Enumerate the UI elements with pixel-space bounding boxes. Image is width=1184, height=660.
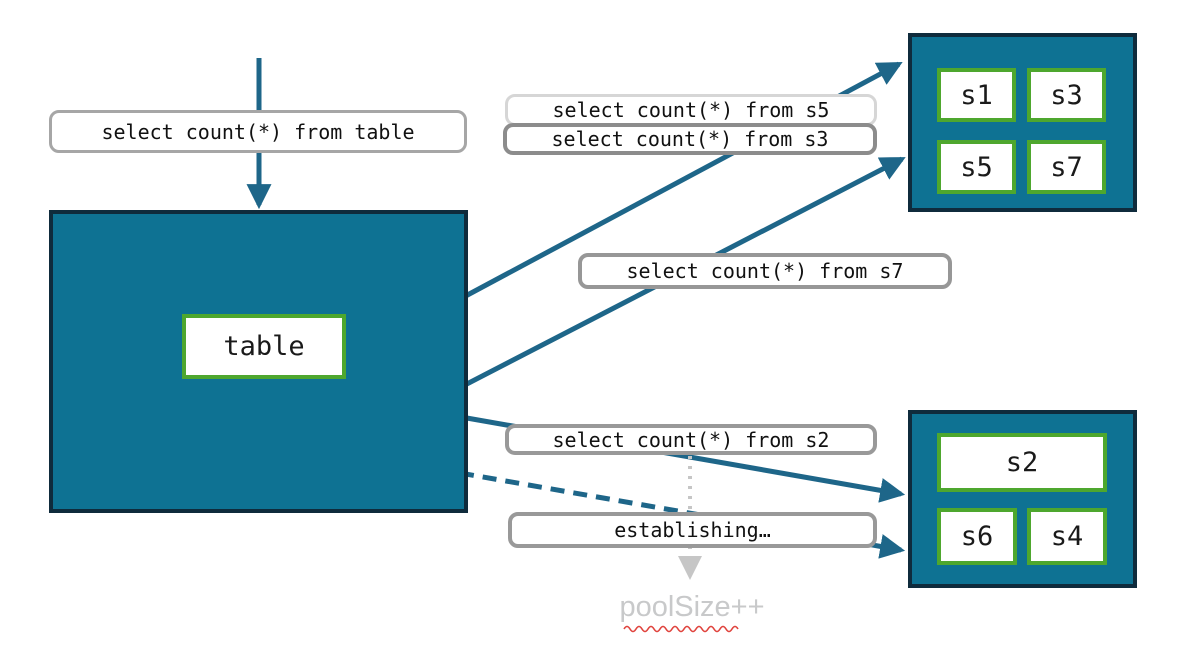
query-text-table: select count(*) from table: [101, 119, 415, 144]
query-text-s7: select count(*) from s7: [626, 259, 904, 283]
shard-s3-label: s3: [1050, 79, 1083, 111]
query-label-s2: select count(*) from s2: [505, 424, 877, 455]
shard-s2: s2: [937, 433, 1107, 492]
poolsize-annotation: poolSize++: [560, 592, 824, 622]
shard-group-top: s1 s3 s5 s7: [908, 33, 1137, 212]
query-label-s7: select count(*) from s7: [578, 253, 952, 289]
poolsize-text: poolSize++: [619, 591, 765, 623]
shard-s7-label: s7: [1050, 151, 1083, 183]
query-text-s3: select count(*) from s3: [551, 127, 829, 151]
shard-s2-label: s2: [1005, 447, 1039, 478]
spellcheck-squiggle: [623, 625, 739, 633]
query-label-establishing: establishing…: [508, 512, 877, 548]
shard-s3: s3: [1027, 68, 1106, 122]
shard-s4: s4: [1027, 508, 1107, 565]
shard-s6-label: s6: [960, 521, 994, 552]
shard-group-bottom: s2 s6 s4: [908, 410, 1137, 588]
shard-s7: s7: [1027, 140, 1106, 194]
table-label: table: [223, 331, 305, 362]
query-label-table: select count(*) from table: [49, 110, 467, 153]
query-text-s5: select count(*) from s5: [552, 98, 830, 122]
shard-s4-label: s4: [1050, 521, 1084, 552]
shard-s6: s6: [937, 508, 1017, 565]
shard-s5: s5: [937, 140, 1016, 194]
query-text-s2: select count(*) from s2: [552, 427, 830, 452]
shard-s1: s1: [937, 68, 1016, 122]
query-label-s5: select count(*) from s5: [505, 94, 877, 126]
query-text-establishing: establishing…: [614, 518, 771, 542]
query-label-s3: select count(*) from s3: [503, 123, 877, 155]
table-node: table: [49, 210, 468, 513]
shard-s1-label: s1: [960, 79, 993, 111]
table-box: table: [182, 314, 346, 379]
shard-s5-label: s5: [960, 151, 993, 183]
